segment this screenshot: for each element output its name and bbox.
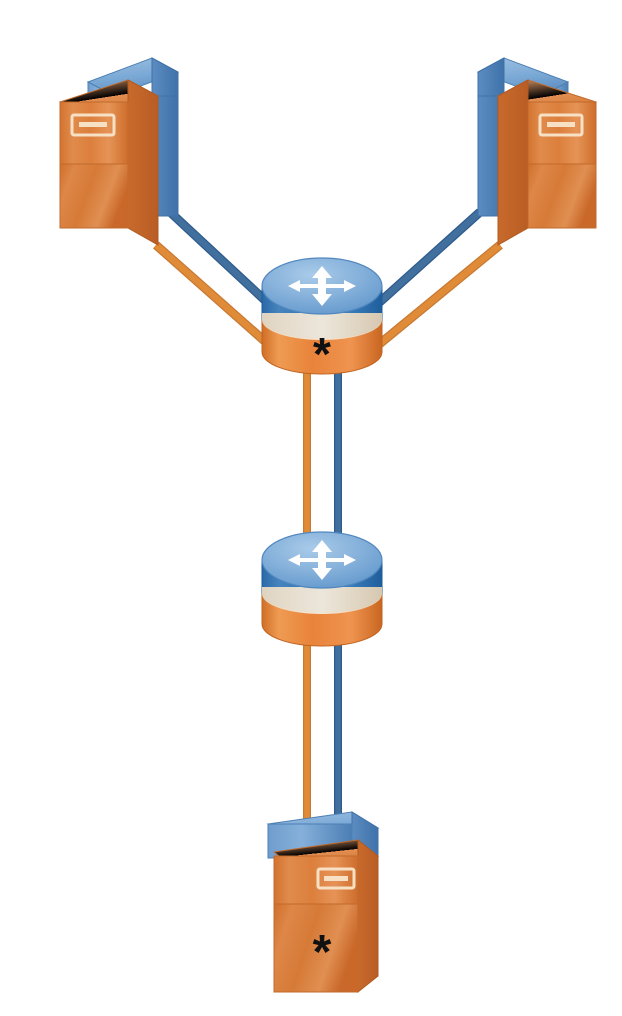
router-band-divider	[262, 313, 382, 340]
server-slot-icon	[538, 113, 584, 137]
server-orange-side-face	[497, 79, 529, 246]
links-layer	[153, 208, 503, 838]
server-orange-side-face	[127, 79, 159, 246]
server-orange-lower-face	[273, 903, 359, 993]
aggregation-router[interactable]: *	[261, 257, 383, 380]
server-slot-icon	[70, 113, 116, 137]
server-slot-icon	[316, 867, 356, 890]
server-orange-lower-face	[59, 163, 129, 229]
router-asterisk-marker: *	[313, 328, 331, 380]
bottom-server[interactable]: *	[266, 811, 380, 994]
server-slot-bar-icon	[79, 122, 107, 127]
server-slot-bar-icon	[547, 122, 575, 127]
top-right-server[interactable]	[476, 57, 598, 246]
top-left-server[interactable]	[58, 57, 180, 246]
server-slot-bar-icon	[324, 876, 348, 881]
router-arrows-icon	[288, 540, 356, 580]
router-band-divider	[262, 587, 382, 614]
core-router[interactable]	[261, 531, 383, 647]
link-top-right-server-to-router-orange-core	[357, 242, 503, 363]
server-orange-lower-face	[527, 163, 597, 229]
server-orange-upper-face	[527, 101, 597, 165]
server-orange-upper-face	[59, 101, 129, 165]
router-arrows-icon	[288, 266, 356, 306]
server-orange-side-face	[357, 838, 379, 994]
server-asterisk-marker: *	[313, 926, 332, 979]
